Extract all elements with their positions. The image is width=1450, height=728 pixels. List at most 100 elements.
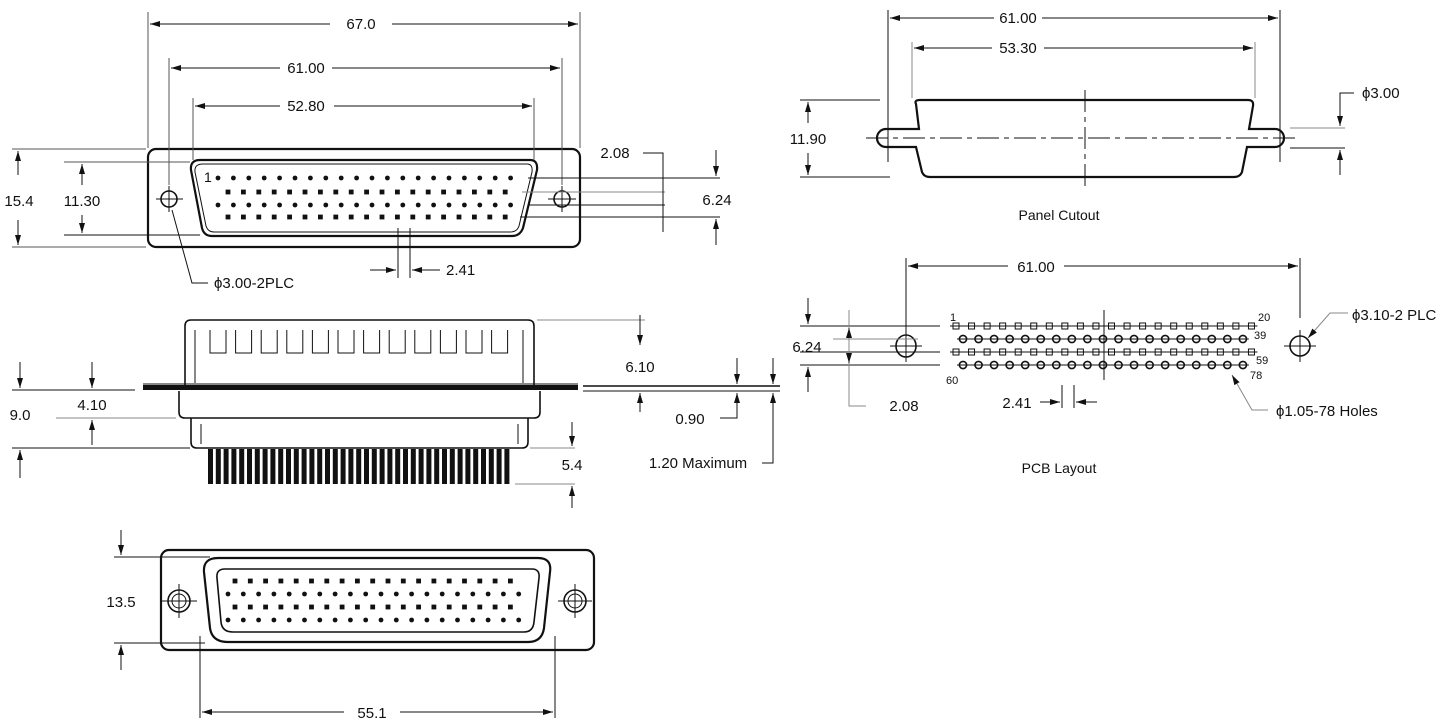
pcb-hole [1238, 334, 1248, 344]
front-pin [425, 189, 431, 195]
rear-pin [256, 591, 261, 597]
pcb-hole [952, 348, 960, 356]
front-pin [215, 202, 221, 208]
side-slot [260, 330, 278, 354]
rear-flange [159, 548, 596, 652]
pin-tail [418, 449, 424, 484]
rear-pin [470, 617, 476, 623]
side-slot [439, 330, 457, 354]
pin-tail [340, 449, 346, 484]
pcb-mount-hole-right [1284, 330, 1316, 362]
dim-row-offset: 2.08 [600, 145, 629, 162]
pcb-hole [952, 322, 960, 330]
rear-pin [317, 617, 323, 623]
rear-pin [225, 617, 231, 623]
pcb-layout: 61.00 6.24 2.08 2.41 ϕ3.10-2 [792, 258, 1436, 476]
side-pin-tails [208, 449, 510, 484]
pcb-pin-label-59: 59 [1256, 355, 1268, 367]
front-pin [410, 214, 416, 220]
dim-overall-height: 15.4 [4, 193, 33, 210]
front-pin [395, 189, 400, 195]
dim-cutout-width: 53.30 [999, 40, 1037, 57]
dim-row-span: 6.24 [702, 192, 731, 209]
pcb-hole [1005, 360, 1015, 370]
rear-pin [431, 578, 437, 584]
pcb-hole [1067, 360, 1077, 370]
front-pin [364, 189, 369, 195]
rear-pin [455, 617, 460, 623]
side-slot [337, 330, 355, 354]
rear-pin [470, 591, 476, 597]
dim-pcb-hole-spacing: 61.00 [1017, 259, 1055, 276]
pcb-hole [1139, 322, 1147, 330]
pin-tail [317, 449, 323, 484]
pin-tail [410, 449, 416, 484]
front-pin [225, 214, 231, 220]
pcb-hole [1114, 334, 1123, 344]
pcb-hole [1247, 348, 1255, 356]
rear-pin [286, 591, 292, 597]
rear-pin [492, 604, 498, 610]
pin-tail [434, 449, 440, 484]
pcb-pin-label-78: 78 [1250, 370, 1262, 382]
front-pin [487, 214, 493, 220]
rear-pin [332, 591, 338, 597]
rear-mount-hole-right [558, 584, 592, 618]
front-pin [277, 175, 282, 181]
front-pin [225, 189, 231, 195]
front-pin [308, 202, 313, 208]
pin-tail [348, 449, 354, 484]
pin-tail [473, 449, 479, 484]
rear-pin [302, 591, 307, 597]
pcb-hole [1036, 334, 1046, 344]
pcb-hole [1098, 334, 1108, 344]
pin-tail [395, 449, 401, 484]
front-pin [441, 189, 446, 195]
side-view: 9.0 4.10 6.10 0.90 1.20 Maximum 5.4 [10, 315, 780, 508]
pcb-hole [1170, 322, 1178, 330]
mount-hole-right [548, 186, 576, 212]
pcb-hole [1076, 322, 1084, 330]
pin-tail [239, 449, 245, 484]
front-pin [379, 214, 385, 220]
pcb-layout-caption: PCB Layout [1022, 460, 1097, 476]
front-pin [477, 202, 483, 208]
rear-pin [256, 617, 261, 623]
pcb-hole [989, 360, 999, 370]
pcb-hole [1145, 334, 1154, 344]
pcb-hole [1051, 334, 1061, 344]
pcb-hole [1014, 322, 1022, 330]
front-pin [308, 175, 313, 181]
rear-pin [446, 578, 452, 584]
pcb-pin-label-60: 60 [946, 375, 958, 387]
rear-pin [225, 591, 231, 597]
front-pin-array [215, 175, 513, 220]
rear-pin [393, 591, 399, 597]
rear-pin [400, 604, 406, 610]
rear-pin [462, 578, 467, 584]
dim-rear-height: 13.5 [106, 594, 135, 611]
rear-pin [385, 604, 391, 610]
rear-pin [271, 591, 277, 597]
rear-pin [293, 604, 299, 610]
pcb-hole [1123, 322, 1131, 330]
front-pin [379, 189, 385, 195]
pcb-hole [1222, 360, 1232, 370]
pin-tail [504, 449, 510, 484]
pin-tail [247, 449, 252, 484]
rear-pin [263, 604, 268, 610]
dim-cutout-height: 11.90 [790, 131, 826, 148]
pin-tail [426, 449, 432, 484]
rear-pin [501, 617, 506, 623]
dim-flange-thickness: 0.90 [675, 411, 704, 428]
side-slot-row [209, 330, 509, 354]
rear-pin [485, 617, 491, 623]
pcb-hole [968, 348, 976, 356]
pcb-hole [999, 322, 1007, 330]
rear-pin [363, 617, 369, 623]
pcb-hole [1232, 348, 1240, 356]
pcb-hole [974, 360, 983, 370]
front-pin [302, 189, 308, 195]
front-pin [231, 202, 236, 208]
rear-shell [202, 556, 552, 644]
